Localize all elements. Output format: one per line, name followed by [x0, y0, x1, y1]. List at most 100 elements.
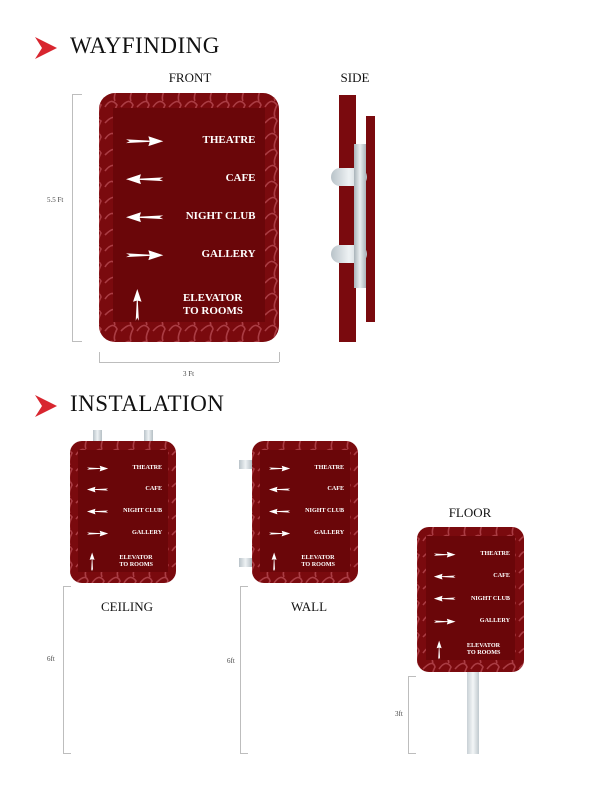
ceiling-dim-line: [63, 586, 64, 754]
wall-sign: THEATRE CAFE NIGHT CLUB GALLERY ELEVATOR TO …: [252, 441, 358, 583]
sign-entry-label: ELEVATOR TO ROOMS: [466, 643, 501, 657]
sign-entry: ELEVATOR TO ROOMS: [113, 275, 264, 334]
width-dimension-label: 3 Ft: [183, 370, 195, 378]
sign-entry: THEATRE: [260, 458, 349, 478]
arrow-up-icon: [433, 635, 467, 665]
section-title-instalation: INSTALATION: [70, 391, 225, 416]
floor-dim-bottom: [408, 753, 416, 754]
sign-entry-label: ELEVATOR TO ROOMS: [119, 554, 153, 568]
height-dimension-line: [72, 94, 73, 342]
sign-entry-label: GALLERY: [201, 248, 256, 261]
arrow-right-icon: [125, 249, 176, 261]
floor-sign: THEATRE CAFE NIGHT CLUB GALLERY ELEVATOR TO …: [417, 527, 524, 672]
ceiling-sign: THEATRE CAFE NIGHT CLUB GALLERY ELEVATOR TO …: [70, 441, 176, 583]
side-back-plate: [366, 116, 375, 322]
chevron-right-icon: [35, 37, 57, 59]
sign-panel: THEATRE CAFE NIGHT CLUB GALLERY ELEVATOR TO …: [260, 449, 350, 572]
width-dimension-left: [99, 352, 100, 362]
arrow-right-icon: [86, 530, 116, 537]
width-dimension-line: [99, 362, 279, 363]
arrow-left-icon: [125, 211, 176, 223]
sign-panel: THEATRE CAFE NIGHT CLUB GALLERY ELEVATOR TO …: [78, 449, 168, 572]
sign-entry-label: GALLERY: [131, 529, 163, 536]
chevron-right-icon: [35, 395, 57, 417]
sign-entry-label: THEATRE: [314, 464, 345, 471]
sign-entry: ELEVATOR TO ROOMS: [426, 633, 516, 667]
sign-entry-label: ELEVATOR TO ROOMS: [301, 554, 335, 568]
sign-entry-label: THEATRE: [202, 134, 256, 147]
sign-panel: THEATRE CAFE NIGHT CLUB GALLERY ELEVATOR TO …: [425, 535, 516, 661]
ceiling-dim-top: [63, 586, 71, 587]
arrow-right-icon: [268, 465, 298, 472]
sign-entry: CAFE: [426, 567, 516, 587]
sign-entry: GALLERY: [260, 523, 349, 543]
sign-entry-label: ELEVATOR TO ROOMS: [182, 292, 243, 317]
arrow-left-icon: [268, 486, 298, 493]
side-frame: [354, 144, 366, 288]
height-dimension-bottom: [72, 341, 82, 342]
sign-entry-label: NIGHT CLUB: [185, 210, 256, 223]
sign-entry: NIGHT CLUB: [78, 502, 167, 522]
sign-entry-label: NIGHT CLUB: [305, 508, 345, 514]
arrow-left-icon: [433, 573, 464, 580]
arrow-left-icon: [268, 508, 298, 515]
sign-entry: THEATRE: [113, 123, 264, 158]
front-sign: THEATRE CAFE NIGHT CLUB GALLERY ELEVATOR TO …: [99, 93, 279, 342]
section-title-wayfinding: WAYFINDING: [70, 33, 220, 58]
wall-dim-line: [240, 586, 241, 754]
wall-dim-bottom: [240, 753, 248, 754]
arrow-right-icon: [268, 530, 298, 537]
height-dimension-label: 5.5 Ft: [47, 196, 64, 204]
sign-entry-label: GALLERY: [313, 529, 345, 536]
sign-entry: THEATRE: [78, 458, 167, 478]
arrow-right-icon: [433, 618, 464, 625]
sign-entry: NIGHT CLUB: [260, 502, 349, 522]
installation-label-ceiling: CEILING: [101, 599, 153, 614]
side-sign-panel: [339, 95, 356, 342]
arrow-right-icon: [125, 135, 176, 147]
sign-entry: GALLERY: [78, 523, 167, 543]
floor-post: [467, 672, 479, 754]
sign-entry: GALLERY: [426, 611, 516, 631]
sign-entry: NIGHT CLUB: [426, 589, 516, 609]
arrow-left-icon: [433, 595, 464, 602]
sign-entry: NIGHT CLUB: [113, 199, 264, 234]
sign-entry-label: GALLERY: [479, 617, 511, 624]
wall-dim-top: [240, 586, 248, 587]
sign-entry: ELEVATOR TO ROOMS: [260, 545, 349, 578]
sign-entry: CAFE: [260, 480, 349, 500]
wall-height-label: 6ft: [227, 657, 235, 665]
sign-entry-label: THEATRE: [480, 551, 511, 558]
arrow-left-icon: [86, 508, 116, 515]
arrow-up-icon: [268, 547, 302, 577]
arrow-right-icon: [433, 551, 464, 558]
ceiling-bracket-left: [93, 430, 102, 444]
sign-entry-label: CAFE: [225, 172, 256, 185]
sign-entry: CAFE: [78, 480, 167, 500]
width-dimension-right: [279, 352, 280, 362]
installation-label-wall: WALL: [290, 599, 328, 614]
view-label-side: SIDE: [340, 70, 370, 85]
floor-dim-line: [408, 676, 409, 754]
arrow-left-icon: [125, 173, 176, 185]
sign-entry-label: NIGHT CLUB: [470, 595, 511, 602]
arrow-right-icon: [86, 465, 116, 472]
ceiling-bracket-right: [144, 430, 153, 444]
floor-dim-top: [408, 676, 416, 677]
sign-panel: THEATRE CAFE NIGHT CLUB GALLERY ELEVATOR TO …: [113, 107, 265, 323]
sign-entry-label: CAFE: [493, 573, 511, 580]
sign-entry: GALLERY: [113, 237, 264, 272]
sign-entry-label: THEATRE: [132, 464, 163, 471]
arrow-up-icon: [86, 547, 120, 577]
sign-entry-label: CAFE: [145, 486, 163, 493]
floor-height-label: 3ft: [395, 710, 403, 718]
installation-label-floor: FLOOR: [448, 505, 492, 520]
sign-entry: THEATRE: [426, 545, 516, 565]
view-label-front: FRONT: [168, 70, 212, 85]
height-dimension-top: [72, 94, 82, 95]
ceiling-height-label: 6ft: [47, 655, 55, 663]
arrow-left-icon: [86, 486, 116, 493]
sign-entry: ELEVATOR TO ROOMS: [78, 545, 167, 578]
sign-entry: CAFE: [113, 161, 264, 196]
wall-bracket-top: [239, 460, 252, 469]
